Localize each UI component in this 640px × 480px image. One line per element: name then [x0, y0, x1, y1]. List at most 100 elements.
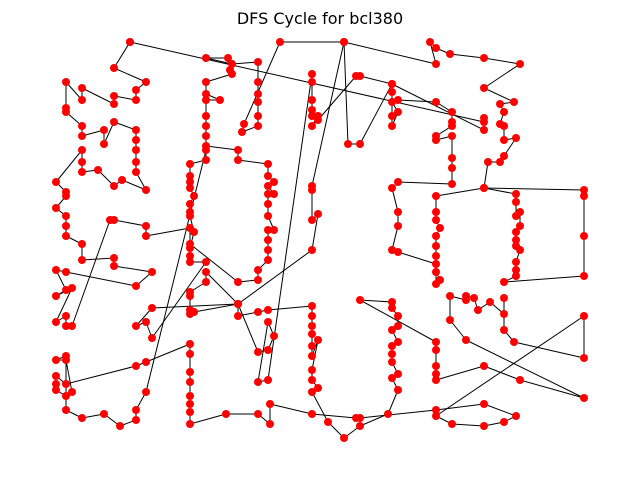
graph-node: [224, 54, 232, 62]
graph-node: [512, 198, 520, 206]
graph-node: [186, 378, 194, 386]
graph-node: [254, 122, 262, 130]
graph-node: [202, 156, 210, 164]
graph-node: [52, 292, 60, 300]
cycle-edge: [129, 41, 485, 123]
graph-node: [516, 376, 524, 384]
graph-node: [270, 190, 278, 198]
graph-node: [186, 200, 194, 208]
graph-node: [78, 146, 86, 154]
graph-node: [132, 282, 140, 290]
graph-node: [132, 168, 140, 176]
graph-node: [62, 312, 70, 320]
cycle-edge: [205, 145, 239, 151]
graph-node: [308, 216, 316, 224]
graph-node: [308, 330, 316, 338]
cycle-edge: [65, 271, 137, 287]
graph-node: [384, 410, 392, 418]
graph-node: [266, 400, 274, 408]
graph-node: [202, 278, 210, 286]
cycle-edge: [449, 53, 485, 59]
graph-node: [448, 122, 456, 130]
graph-node: [202, 146, 210, 154]
graph-node: [186, 178, 194, 186]
graph-node: [110, 118, 118, 126]
graph-node: [308, 122, 316, 130]
graph-node: [110, 64, 118, 72]
cycle-edge: [435, 365, 485, 381]
graph-node: [78, 158, 86, 166]
graph-node: [500, 278, 508, 286]
cycle-edge: [269, 403, 313, 415]
graph-node: [264, 306, 272, 314]
graph-node: [580, 354, 588, 362]
graph-node: [264, 212, 272, 220]
cycle-edge: [513, 341, 585, 359]
cycle-edge: [449, 319, 467, 341]
graph-node: [264, 318, 272, 326]
cycle-edge: [391, 83, 485, 131]
graph-node: [270, 332, 278, 340]
graph-node: [314, 336, 322, 344]
graph-node: [432, 346, 440, 354]
graph-node: [388, 304, 396, 312]
cycle-edge: [205, 57, 233, 65]
cycle-edge: [503, 275, 585, 283]
graph-node: [234, 312, 242, 320]
graph-node: [500, 152, 508, 160]
cycle-edge: [483, 187, 517, 195]
graph-node: [254, 308, 262, 316]
graph-node: [340, 38, 348, 46]
cycle-edge: [151, 261, 207, 339]
graph-node: [132, 96, 140, 104]
cycle-edge: [483, 187, 585, 191]
graph-node: [432, 60, 440, 68]
graph-node: [78, 256, 86, 264]
graph-node: [254, 98, 262, 106]
graph-node: [308, 352, 316, 360]
cycle-edge: [397, 99, 437, 103]
cycle-edge: [205, 271, 239, 305]
graph-node: [446, 292, 454, 300]
graph-node: [78, 84, 86, 92]
graph-node: [500, 326, 508, 334]
graph-node: [470, 294, 478, 302]
graph-node: [394, 338, 402, 346]
graph-node: [202, 54, 210, 62]
graph-node: [254, 348, 262, 356]
graph-node: [432, 406, 440, 414]
graph-node: [234, 146, 242, 154]
graph-node: [388, 374, 396, 382]
cycle-edge: [483, 161, 489, 189]
graph-node: [254, 58, 262, 66]
cycle-edge: [231, 61, 259, 65]
cycle-edge: [237, 159, 269, 165]
graph-node: [512, 190, 520, 198]
graph-node: [580, 232, 588, 240]
graph-node: [254, 78, 262, 86]
graph-node: [266, 420, 274, 428]
cycle-edge: [359, 83, 393, 145]
graph-node: [148, 268, 156, 276]
cycle-edge: [397, 181, 453, 185]
graph-node: [78, 122, 86, 130]
graph-node: [446, 50, 454, 58]
graph-node: [62, 78, 70, 86]
graph-node: [254, 112, 262, 120]
graph-node: [132, 158, 140, 166]
graph-node: [110, 254, 118, 262]
graph-node: [308, 96, 316, 104]
graph-node: [186, 172, 194, 180]
graph-node: [254, 266, 262, 274]
graph-node: [190, 192, 198, 200]
graph-node: [308, 112, 316, 120]
graph-node: [186, 400, 194, 408]
graph-node: [352, 414, 360, 422]
graph-node: [394, 178, 402, 186]
cycle-edge: [317, 75, 357, 121]
graph-node: [142, 222, 150, 230]
graph-node: [388, 88, 396, 96]
graph-node: [216, 96, 224, 104]
cycle-edge: [65, 81, 83, 101]
graph-node: [432, 362, 440, 370]
